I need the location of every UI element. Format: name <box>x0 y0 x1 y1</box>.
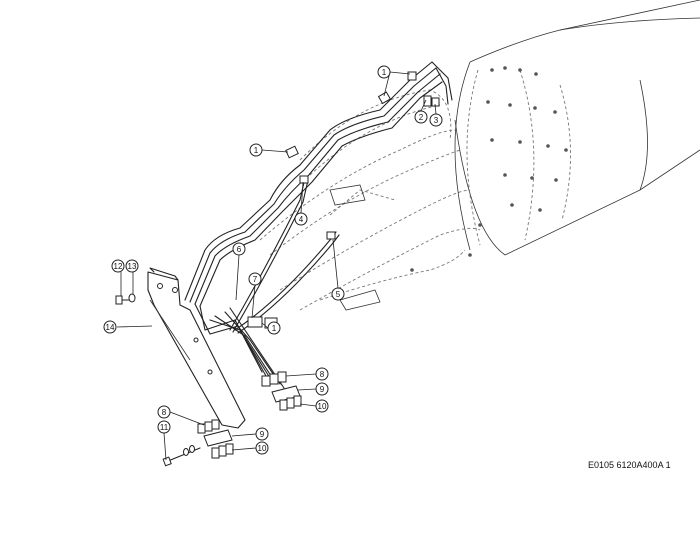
callout-label: 9 <box>260 430 265 439</box>
callout-label: 13 <box>128 262 137 271</box>
boom-drum <box>410 0 700 272</box>
callout-4: 4 <box>294 212 308 226</box>
mounting-bracket <box>147 267 246 429</box>
leader-lines <box>116 71 437 461</box>
callout-label: 7 <box>253 275 258 284</box>
callout-label: 12 <box>114 262 123 271</box>
callout-label: 5 <box>336 290 341 299</box>
callout-label: 6 <box>237 245 242 254</box>
callout-7: 7 <box>248 272 262 286</box>
callout-label: 9 <box>320 385 325 394</box>
callout-label: 1 <box>382 68 387 77</box>
drum-rivets <box>410 66 568 272</box>
callout-10-right: 10 <box>315 399 329 413</box>
callout-label: 1 <box>272 324 277 333</box>
bolt-and-washer-hardware <box>115 293 201 467</box>
callout-12: 12 <box>111 259 125 273</box>
callout-11: 11 <box>157 420 171 434</box>
callout-label: 8 <box>320 370 325 379</box>
callout-label: 1 <box>254 146 259 155</box>
tube-bundle <box>184 61 453 334</box>
callout-10-left: 10 <box>255 441 269 455</box>
callout-1-middle: 1 <box>249 143 263 157</box>
callout-1-top: 1 <box>377 65 391 79</box>
callout-label: 4 <box>299 215 304 224</box>
callout-label: 2 <box>419 113 424 122</box>
callout-label: 14 <box>106 323 115 332</box>
coupler-group-lower <box>197 419 234 459</box>
callout-14: 14 <box>103 320 117 334</box>
callout-label: 8 <box>162 408 167 417</box>
callout-5: 5 <box>331 287 345 301</box>
callout-3: 3 <box>429 113 443 127</box>
callout-label: 11 <box>160 423 169 432</box>
callout-8-left: 8 <box>157 405 171 419</box>
callout-2: 2 <box>414 110 428 124</box>
callout-9-left: 9 <box>255 427 269 441</box>
hidden-lines <box>259 89 481 311</box>
coupler-group-upper <box>261 371 302 411</box>
callout-label: 3 <box>434 116 439 125</box>
callout-8-right: 8 <box>315 367 329 381</box>
drawing-reference-code: E0105 6120A400A 1 <box>588 460 671 470</box>
callout-1-lower: 1 <box>267 321 281 335</box>
callout-label: 10 <box>318 402 327 411</box>
callout-6: 6 <box>232 242 246 256</box>
callout-label: 10 <box>258 444 267 453</box>
callout-13: 13 <box>125 259 139 273</box>
callout-9-right: 9 <box>315 382 329 396</box>
